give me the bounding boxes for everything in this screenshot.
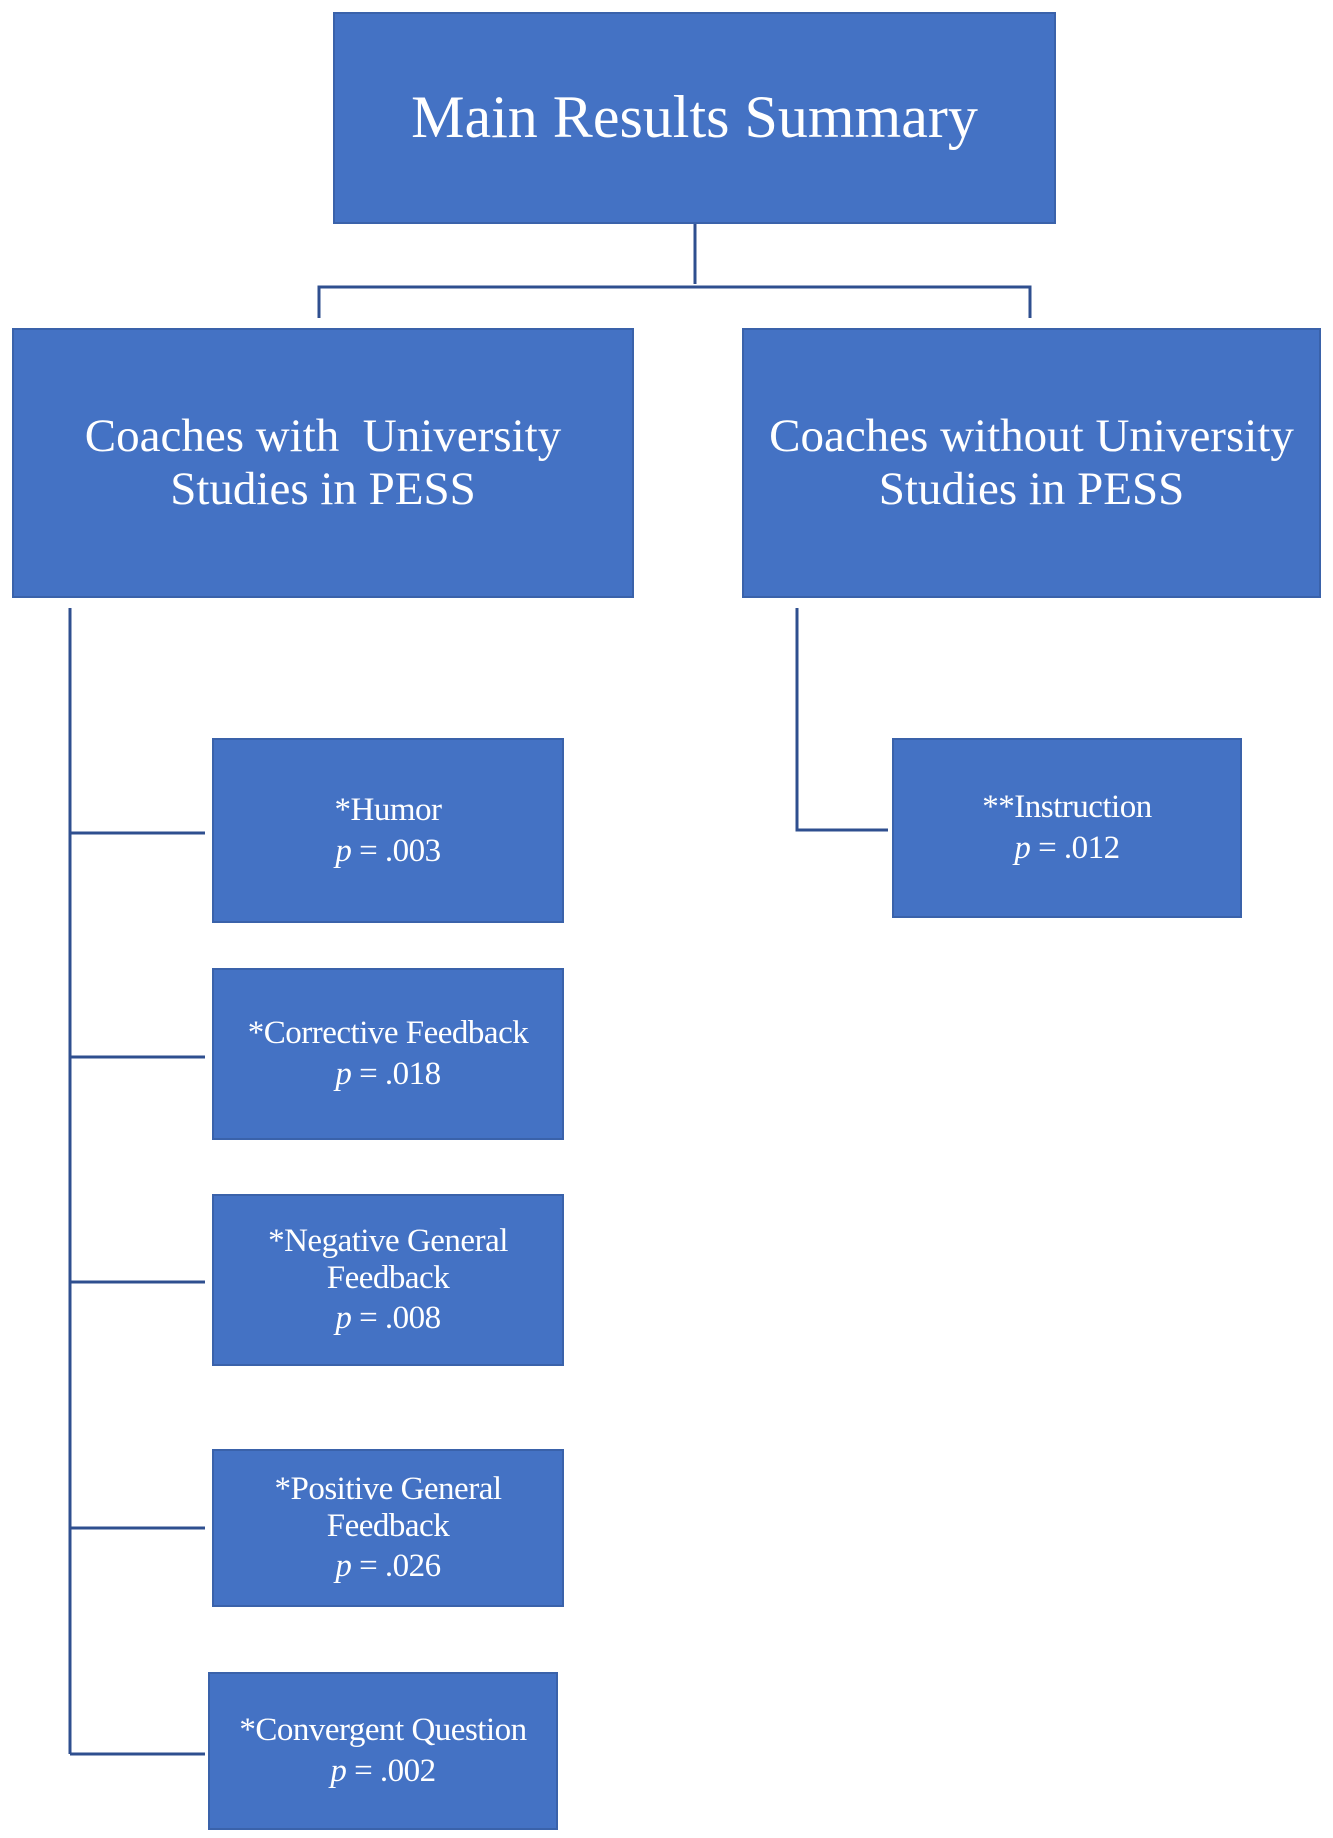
leaf-corrective-feedback: *Corrective Feedback p = .018 xyxy=(212,968,564,1140)
p-value: p = .003 xyxy=(335,832,441,869)
root-title: Main Results Summary xyxy=(411,84,978,151)
p-value: p = .012 xyxy=(1014,830,1120,866)
main-results-summary-box: Main Results Summary xyxy=(333,12,1056,224)
branch-without-university-box: Coaches without University Studies in PE… xyxy=(742,328,1321,598)
branch-with-university-box: Coaches with University Studies in PESS xyxy=(12,328,634,598)
leaf-label: *Positive General Feedback xyxy=(274,1470,502,1544)
branch-split-line xyxy=(317,285,1032,318)
branch-without-label: Coaches without University Studies in PE… xyxy=(769,410,1294,515)
leaf-label: **Instruction xyxy=(982,789,1152,826)
leaf-positive-general-feedback: *Positive General Feedback p = .026 xyxy=(212,1449,564,1607)
leaf-label: *Humor xyxy=(334,791,443,828)
leaf-instruction: **Instruction p = .012 xyxy=(892,738,1242,918)
p-value: p = .018 xyxy=(335,1056,441,1092)
p-value: p = .008 xyxy=(335,1300,441,1337)
leaf-label: *Negative General Feedback xyxy=(268,1222,508,1296)
leaf-convergent-question: *Convergent Question p = .002 xyxy=(208,1672,558,1830)
right-connector-line xyxy=(795,608,888,832)
leaf-negative-general-feedback: *Negative General Feedback p = .008 xyxy=(212,1194,564,1366)
leaf-label: *Convergent Question xyxy=(239,1712,527,1749)
leaf-humor: *Humor p = .003 xyxy=(212,738,564,923)
leaf-label: *Corrective Feedback xyxy=(247,1015,529,1052)
p-value: p = .026 xyxy=(335,1548,441,1585)
branch-with-label: Coaches with University Studies in PESS xyxy=(84,410,573,515)
p-value: p = .002 xyxy=(330,1753,436,1789)
